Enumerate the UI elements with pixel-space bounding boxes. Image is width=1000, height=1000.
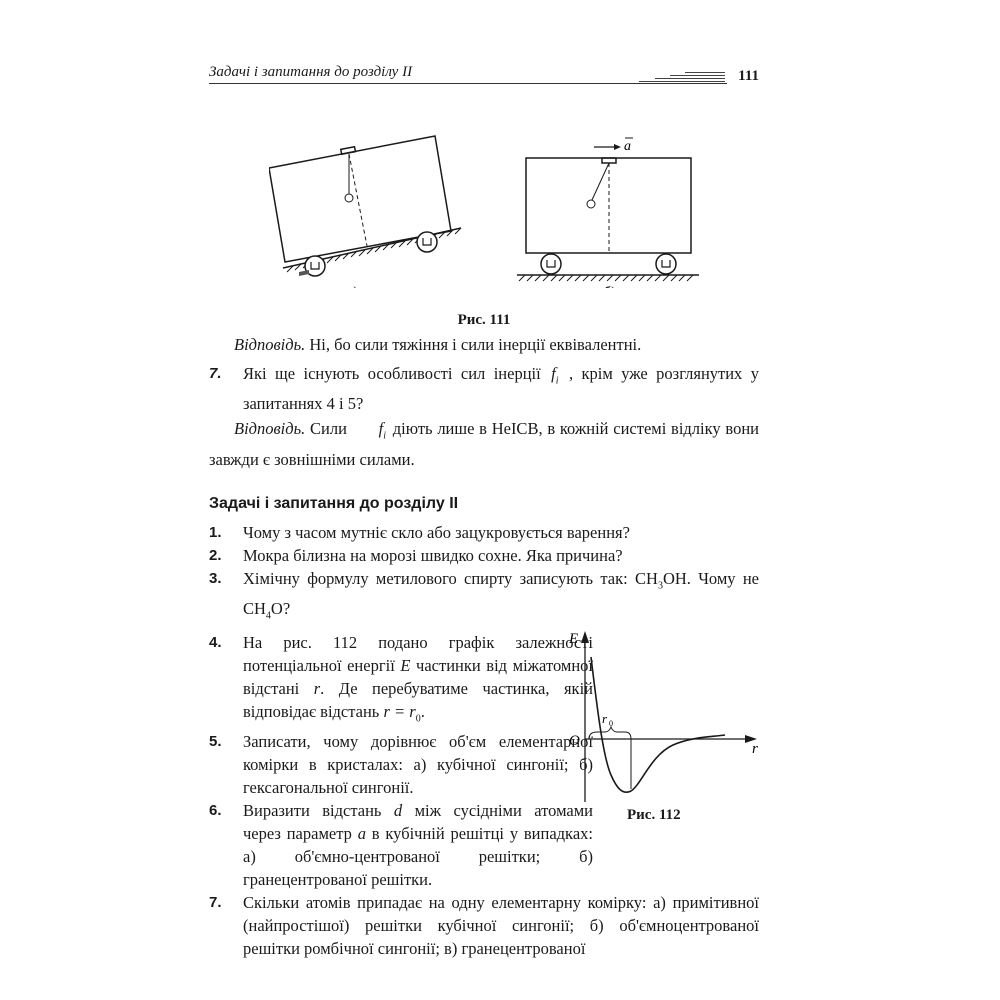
figure-111-label-b: б): [604, 285, 616, 288]
potential-energy-graph: E r O r 0: [568, 631, 758, 803]
problem-number: 1.: [209, 523, 222, 541]
header-decoration: [639, 72, 725, 84]
problem-4: 4. На рис. 112 подано графік залежності …: [209, 631, 593, 730]
figure-112: E r O r 0 Рис. 112: [565, 627, 765, 837]
problem-number: 2.: [209, 546, 222, 564]
book-page: Задачі і запитання до розділу II 111: [209, 58, 759, 960]
question-text-before: Які ще існують особливості сил інерції: [243, 364, 550, 383]
problem-text: Виразити відстань: [243, 801, 394, 821]
force-subscript: i: [383, 430, 387, 442]
problem-text: між сусідніми атомами через параметр: [243, 801, 594, 844]
acceleration-label: a: [624, 139, 631, 154]
problem-text: На рис. 112 подано графік залежності пот…: [243, 633, 593, 676]
problems-with-figure: E r O r 0 Рис. 112 4. На рис. 112 подано…: [209, 631, 759, 891]
force-letter: f: [551, 364, 556, 383]
answer-7: Відповідь. Сили fi діють лише в НеІСВ, в…: [209, 417, 759, 470]
origin-label: O: [569, 733, 580, 749]
problem-text: Скільки атомів припадає на одну елемента…: [243, 893, 759, 959]
question-number: 7.: [209, 365, 222, 382]
running-header: Задачі і запитання до розділу II 111: [209, 58, 759, 86]
figure-111-label-a: а): [347, 285, 358, 288]
subscript: 4: [265, 610, 271, 622]
r0-label: r: [602, 711, 608, 726]
problem-text: Хімічну формулу метилового спирту запису…: [243, 568, 658, 588]
axis-x-label: r: [752, 741, 758, 757]
variable-a: a: [357, 824, 366, 844]
r0-subscript: 0: [609, 719, 613, 728]
force-symbol: fi: [549, 362, 560, 392]
problem-7: 7. Скільки атомів припадає на одну елеме…: [209, 891, 759, 960]
variable-d: d: [393, 801, 403, 821]
variable-r: r: [313, 679, 321, 699]
problem-1: 1. Чому з часом мутніє скло або зацукров…: [209, 521, 759, 544]
force-letter: f: [378, 419, 384, 439]
variable-e: E: [400, 656, 411, 676]
figure-111-caption: Рис. 111: [457, 312, 511, 328]
problem-text: в кубічній решітці у випадках: а) об'ємн…: [243, 824, 593, 890]
problem-text: . Де перебуватиме частинка, якій відпові…: [243, 679, 593, 722]
answer-text-before: Сили: [305, 419, 352, 439]
figure-111: а): [209, 86, 759, 294]
problem-text: частинки від міжатомної відстані: [243, 656, 593, 699]
energy-curve: [590, 657, 726, 794]
r0-brace: [588, 725, 632, 740]
header-title: Задачі і запитання до розділу II: [209, 64, 413, 80]
section-title: Задачі і запитання до розділу II: [209, 494, 459, 512]
problem-text: .: [420, 702, 425, 722]
figure-111-a: [269, 135, 462, 277]
problem-text: O?: [270, 598, 291, 618]
answer-lead: Відповідь.: [234, 335, 306, 354]
figure-112-caption: Рис. 112: [627, 807, 681, 824]
problem-number: 3.: [209, 569, 222, 587]
problem-3: 3. Хімічну формулу метилового спирту зап…: [209, 567, 759, 628]
axis-y-label: E: [568, 631, 578, 647]
problem-5: 5. Записати, чому дорівнює об'єм елемент…: [209, 730, 593, 799]
problem-2: 2. Мокра білизна на морозі швидко сохне.…: [209, 544, 759, 567]
equation: r = r: [383, 702, 416, 722]
problem-number: 5.: [209, 733, 222, 751]
question-text-after: , крім уже розглянутих у запитаннях 4 і …: [243, 364, 759, 414]
problem-6: 6. Виразити відстань d між сусідніми ато…: [209, 799, 593, 891]
answer-text: Ні, бо сили тяжіння і сили інерції еквів…: [305, 335, 642, 354]
force-symbol: fi: [352, 417, 388, 447]
problem-text: Чому з часом мутніє скло або зацукровуєт…: [243, 522, 630, 542]
force-subscript: i: [555, 375, 559, 387]
subscript: 3: [657, 579, 663, 591]
problem-text: Записати, чому дорівнює об'єм елементарн…: [243, 732, 593, 798]
page-number: 111: [738, 68, 759, 84]
answer-text-after: діють лише в НеІСВ, в кожній системі від…: [209, 419, 759, 469]
answer-lead: Відповідь.: [234, 419, 306, 439]
problem-number: 6.: [209, 802, 222, 820]
question-7: 7. Які ще існують особливості сил інерці…: [209, 362, 759, 415]
problem-text: OH. Чому не CH: [243, 568, 759, 618]
problem-text: Мокра білизна на морозі швидко сохне. Як…: [243, 545, 623, 565]
figure-111-b: [517, 144, 699, 282]
answer-6: Відповідь. Ні, бо сили тяжіння і сили ін…: [209, 333, 759, 356]
problem-number: 4.: [209, 634, 222, 652]
problem-number: 7.: [209, 894, 222, 912]
subscript: 0: [415, 713, 421, 725]
header-rule: [209, 83, 727, 84]
figure-111-drawing: а): [269, 135, 699, 288]
